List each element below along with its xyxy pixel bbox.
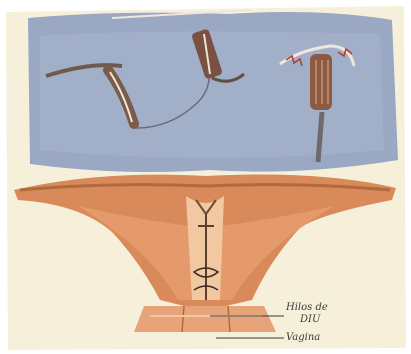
vagina-label: Vagina [286, 332, 320, 344]
threads-label: Hilos de [286, 302, 328, 314]
iud-label: DIU [300, 314, 320, 326]
